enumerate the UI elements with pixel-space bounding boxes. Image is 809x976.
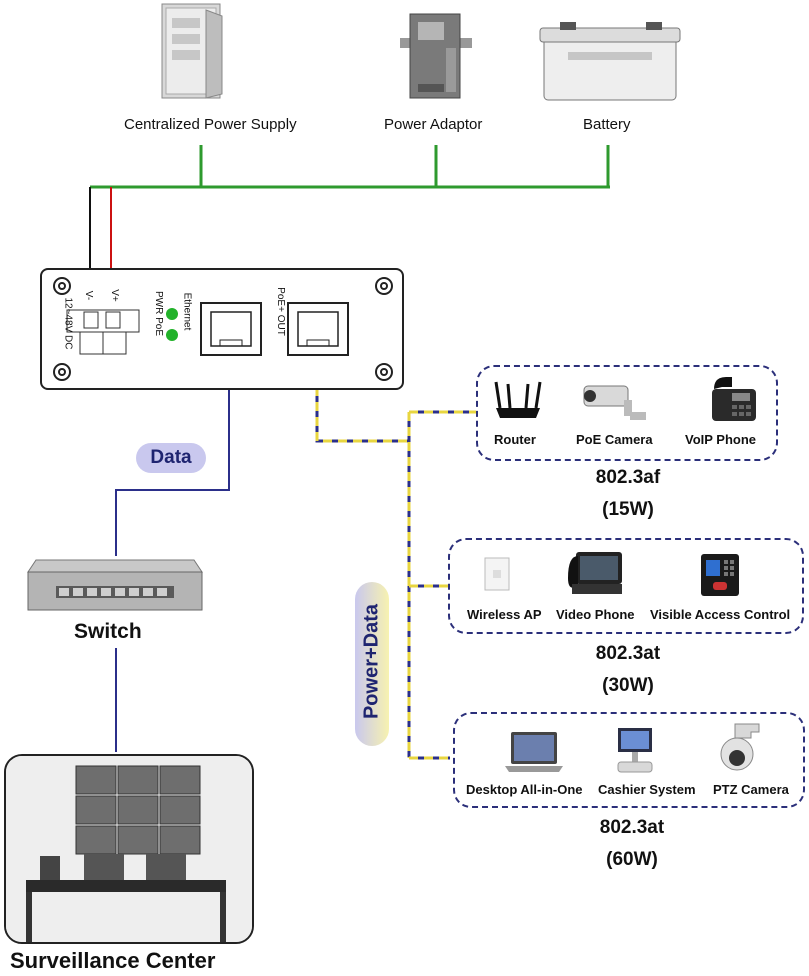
ptz-camera-icon: [715, 722, 765, 774]
mount-screw: [53, 277, 393, 381]
power-source-label: Battery: [583, 116, 631, 133]
ethernet-label: Ethernet: [181, 292, 193, 331]
access-control-icon: [699, 552, 741, 598]
device-label: PTZ Camera: [713, 782, 789, 797]
power-bus: [90, 145, 610, 189]
standard-name: 802.3at: [595, 643, 661, 664]
v-minus-label: V-: [83, 290, 95, 301]
router-icon: [492, 378, 544, 422]
laptop-icon: [503, 730, 565, 774]
device-label: VoIP Phone: [685, 432, 757, 447]
standard-label: 802.3at (30W): [548, 638, 708, 702]
pwr-label: PWR: [153, 290, 165, 315]
device-label: Cashier System: [598, 782, 696, 797]
input-voltage-label: 12~48V DC: [62, 297, 74, 350]
standard-watts: (30W): [602, 675, 654, 696]
standard-watts: (60W): [606, 849, 658, 870]
wireless-ap-icon: [483, 556, 511, 592]
standard-label: 802.3at (60W): [552, 812, 712, 876]
device-label: Router: [494, 432, 536, 447]
switch-label: Switch: [74, 620, 142, 643]
power-source-label: Power Adaptor: [384, 116, 483, 133]
voip-phone-icon: [708, 375, 760, 423]
cashier-system-icon: [612, 724, 658, 774]
poe-injector: 12~48V DC V- V+ PWR PoE Ethernet PoE+ OU…: [40, 268, 404, 390]
din-rail-power-adaptor-icon: [398, 8, 474, 104]
device-label: Video Phone: [556, 607, 635, 622]
pwr-led: [166, 308, 178, 320]
poe-led: [166, 329, 178, 341]
device-label: Wireless AP: [467, 607, 542, 622]
power-supply-cabinet-icon: [160, 2, 224, 102]
standard-label: 802.3af (15W): [548, 462, 708, 526]
poe-out-label: PoE+ OUT: [274, 287, 286, 336]
poe-label: PoE: [153, 317, 165, 337]
data-tag: Data: [136, 443, 206, 473]
poe-camera-icon: [580, 380, 650, 422]
power-source-label: Centralized Power Supply: [124, 116, 297, 133]
surveillance-center-label: Surveillance Center: [10, 948, 216, 973]
poe-lines: [315, 342, 478, 760]
surveillance-center-image: [4, 754, 254, 944]
battery-icon: [538, 22, 684, 104]
power-data-tag-text: Power+Data: [360, 603, 383, 720]
pwr-poe-label: PWR PoE: [153, 291, 164, 336]
standard-name: 802.3at: [599, 817, 665, 838]
standard-name: 802.3af: [595, 467, 661, 488]
data-line: [115, 342, 230, 556]
switch-icon: [26, 558, 204, 616]
standard-watts: (15W): [602, 499, 654, 520]
device-label: PoE Camera: [576, 432, 653, 447]
video-phone-icon: [566, 548, 626, 596]
device-group-802-3at-30w: [448, 538, 804, 634]
v-plus-label: V+: [108, 289, 120, 302]
power-data-tag: Power+Data: [355, 582, 389, 746]
device-label: Desktop All-in-One: [466, 782, 583, 797]
device-label: Visible Access Control: [650, 607, 791, 622]
